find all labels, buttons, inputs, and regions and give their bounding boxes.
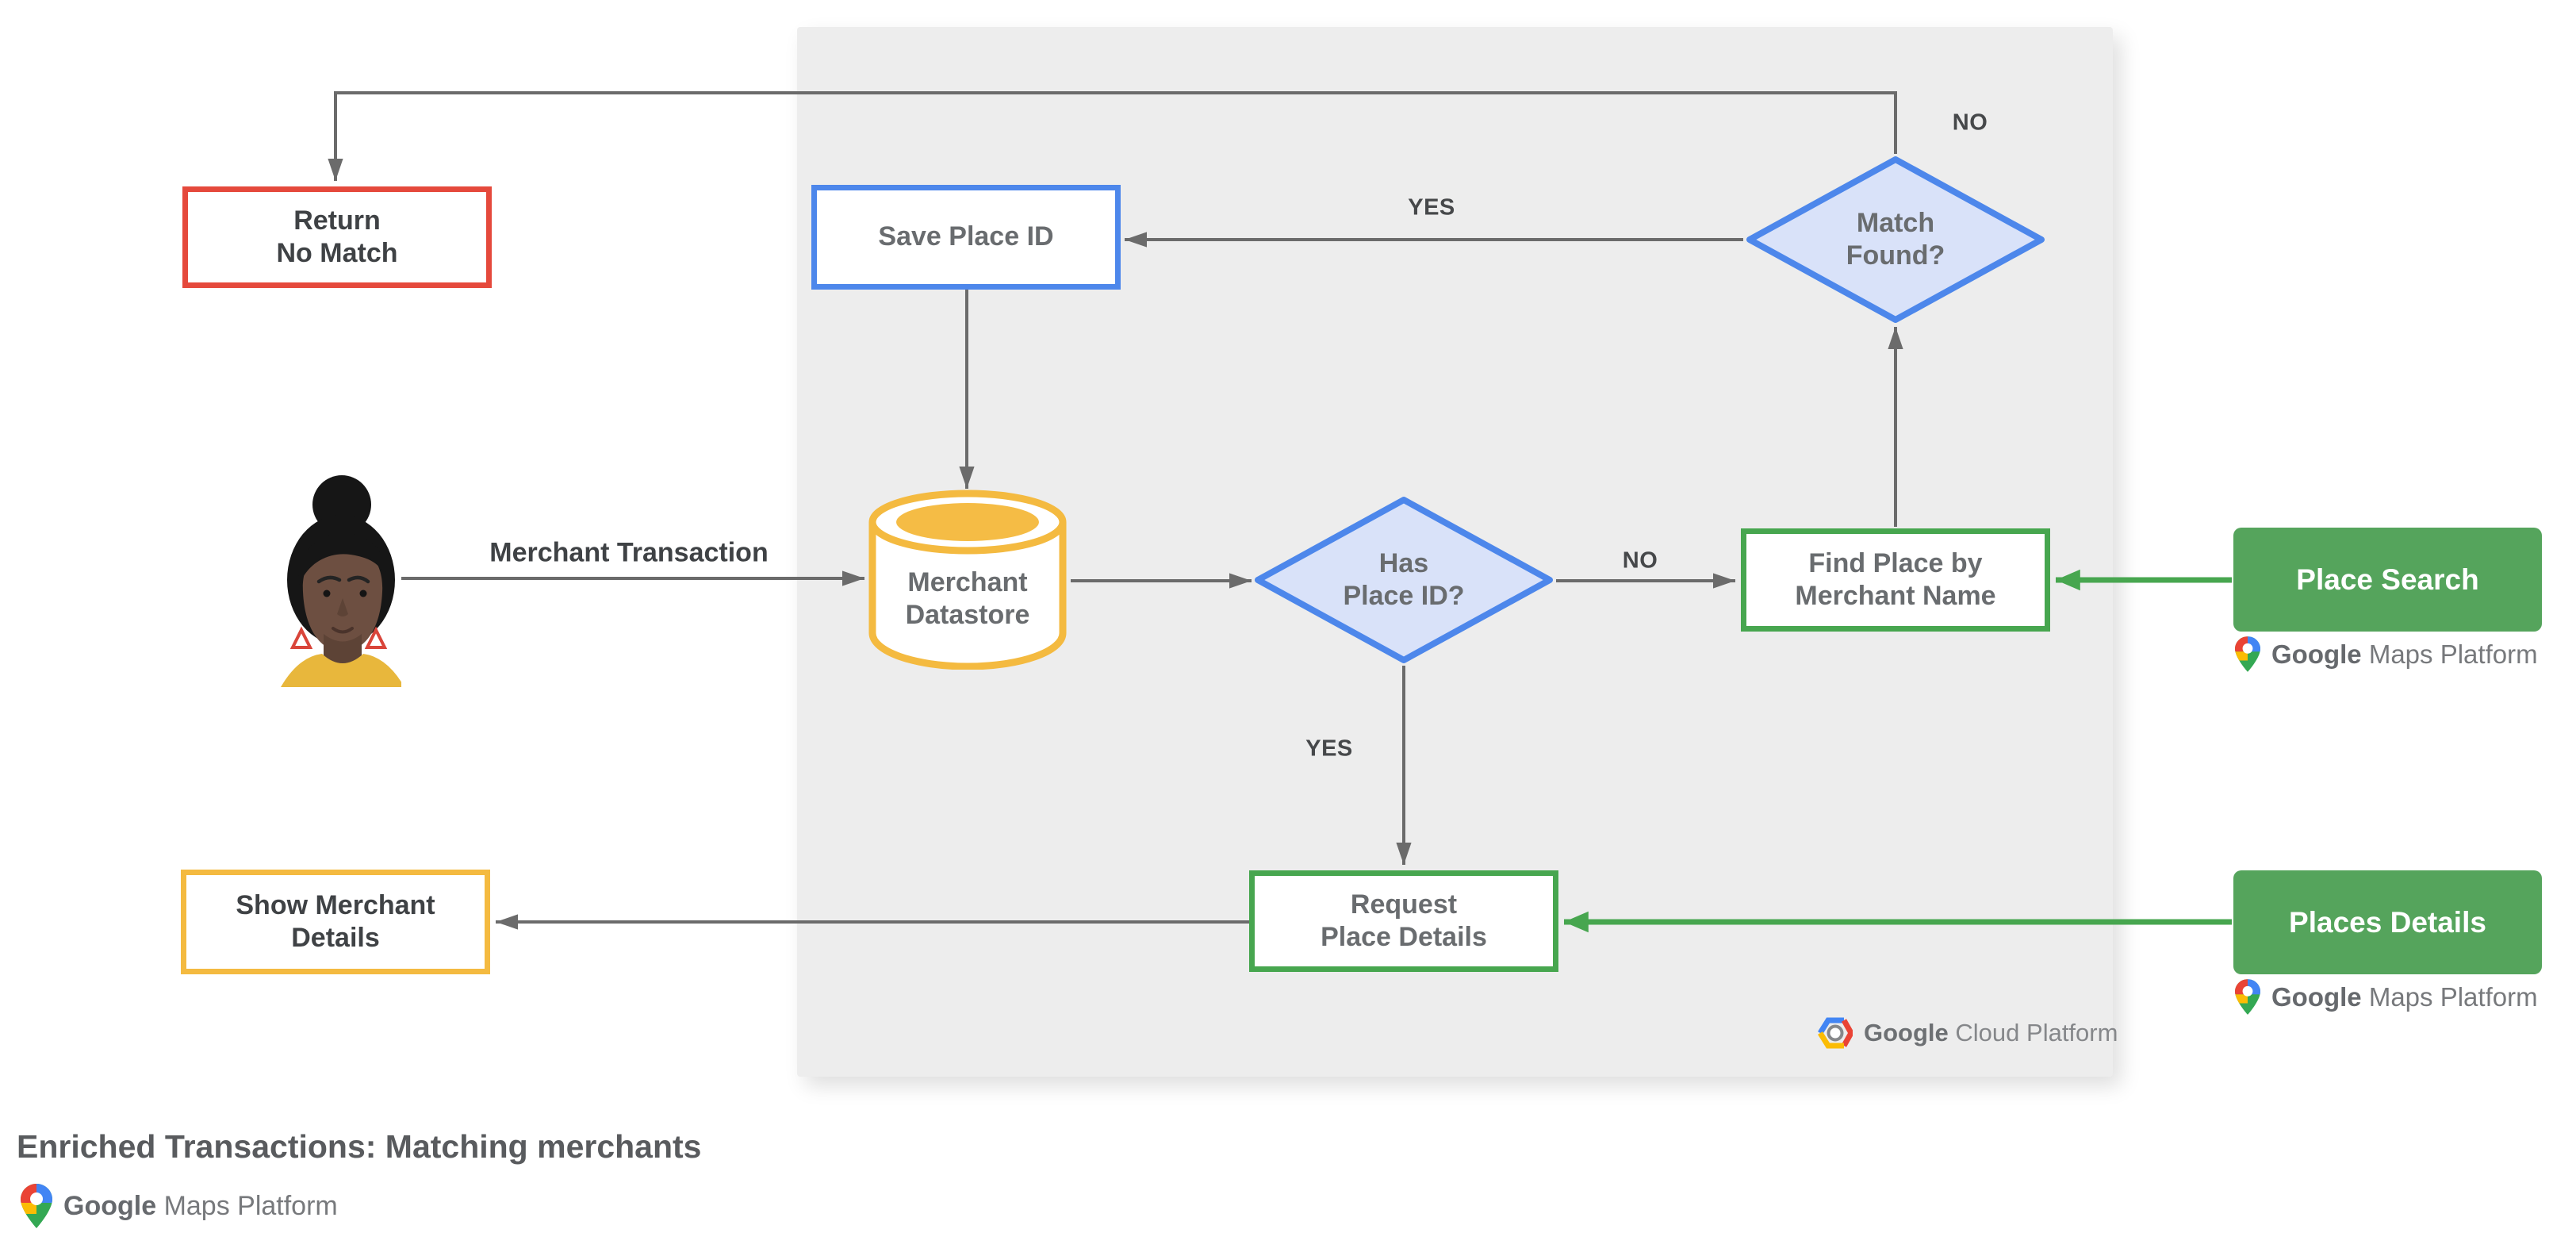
gmp-product-text: Maps Platform (163, 1190, 338, 1221)
gmp-wordmark: Google Maps Platform (63, 1191, 338, 1222)
diamond-label: Has Place ID? (1343, 547, 1465, 611)
gmp-google-text: Google (63, 1190, 157, 1221)
gmp-wordmark: Google Maps Platform (2271, 639, 2538, 670)
edge-label-merchant-transaction: Merchant Transaction (489, 537, 769, 568)
gmp-lockup-places-details: Google Maps Platform (2235, 979, 2538, 1015)
node-save-place-id: Save Place ID (811, 185, 1121, 290)
cylinder-label: Merchant Datastore (905, 566, 1030, 630)
gmp-lockup-footer: Google Maps Platform (21, 1184, 338, 1228)
api-card-place-search: Place Search (2233, 528, 2542, 632)
maps-pin-icon (2235, 979, 2260, 1015)
node-request-place-details: Request Place Details (1249, 870, 1558, 972)
gmp-lockup-place-search: Google Maps Platform (2235, 636, 2538, 672)
gmp-google-text: Google (2271, 981, 2362, 1012)
diamond-shape (1255, 497, 1553, 663)
diagram-title: Enriched Transactions: Matching merchant… (17, 1128, 702, 1165)
node-show-merchant-details: Show Merchant Details (181, 870, 490, 974)
node-match-found: Match Found? (1745, 156, 2046, 324)
database-cylinder-icon (868, 490, 1067, 670)
edge-label-match-no: NO (1952, 109, 1988, 136)
gmp-product-text: Maps Platform (2368, 639, 2538, 669)
edge-label-has-yes: YES (1305, 735, 1353, 762)
node-return-no-match: Return No Match (182, 186, 492, 288)
gcp-google-text: Google (1864, 1019, 1949, 1047)
node-has-place-id: Has Place ID? (1253, 496, 1554, 664)
gmp-wordmark: Google Maps Platform (2271, 982, 2538, 1012)
cloud-hexagon-icon (1818, 1017, 1853, 1049)
user-avatar (281, 475, 401, 687)
edge-label-has-no: NO (1622, 547, 1658, 574)
gcp-lockup: Google Cloud Platform (1818, 1017, 2118, 1049)
gmp-google-text: Google (2271, 639, 2362, 669)
diamond-label: Match Found? (1846, 207, 1945, 271)
edge-label-match-yes: YES (1408, 194, 1455, 221)
diamond-shape (1746, 156, 2045, 323)
node-merchant-datastore: Merchant Datastore (866, 486, 1069, 670)
maps-pin-icon (21, 1184, 52, 1228)
gcp-wordmark: Google Cloud Platform (1864, 1019, 2118, 1047)
gcp-product-text: Cloud Platform (1955, 1019, 2118, 1047)
gmp-product-text: Maps Platform (2368, 981, 2538, 1012)
maps-pin-icon (2235, 636, 2260, 672)
api-card-places-details: Places Details (2233, 870, 2542, 974)
node-find-place-by-merchant-name: Find Place by Merchant Name (1741, 528, 2050, 632)
